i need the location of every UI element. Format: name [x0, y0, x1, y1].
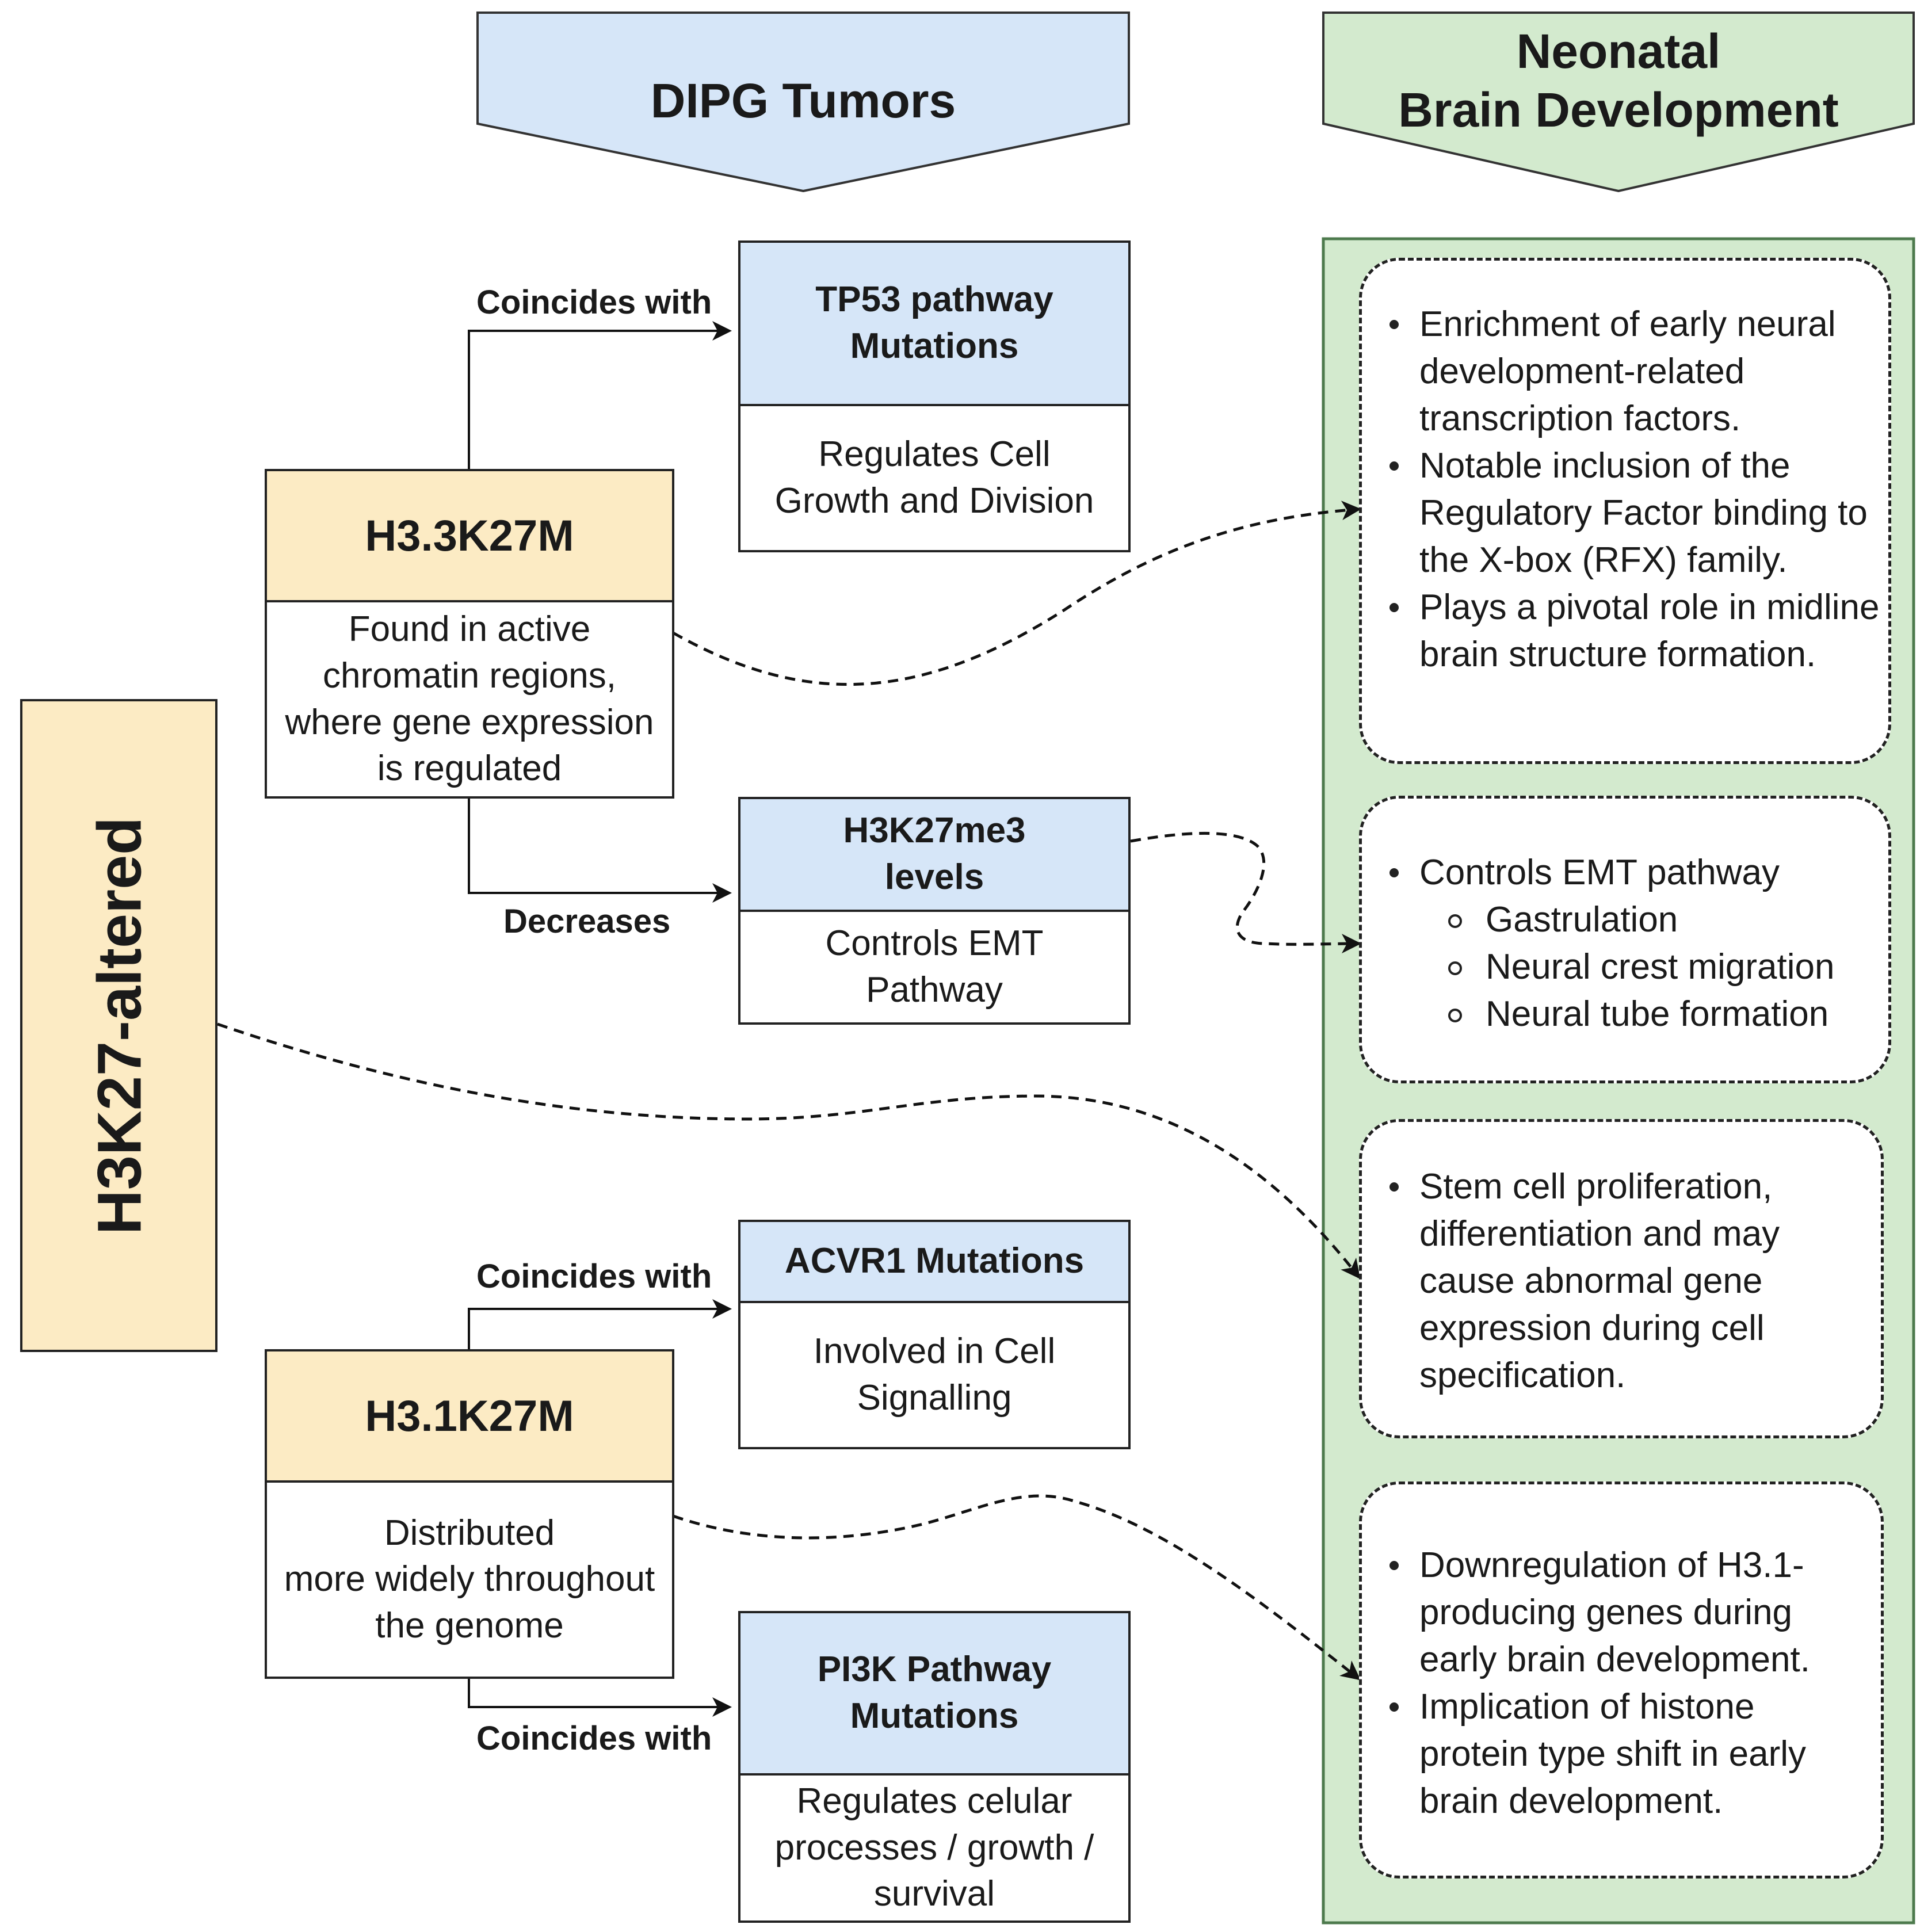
box2-sub-item-1: Gastrulation — [1419, 896, 1883, 944]
edge-label-pi3k: Coincides with — [476, 1720, 712, 1757]
box1-item-2: Notable inclusion of the Regulatory Fact… — [1362, 442, 1883, 584]
tp53-header: TP53 pathway Mutations — [738, 240, 1131, 406]
box4-item-2: Implication of histone protein type shif… — [1362, 1683, 1864, 1825]
box2-main-text: Controls EMT pathway — [1419, 853, 1780, 892]
neonatal-header: Neonatal Brain Development — [1323, 22, 1914, 148]
box2-sub-item-3: Neural tube formation — [1419, 991, 1883, 1038]
edge-label-tp53: Coincides with — [476, 284, 712, 321]
neonatal-title-line1: Neonatal — [1516, 24, 1721, 78]
box1-item-3: Plays a pivotal role in midline brain st… — [1362, 584, 1883, 678]
dashed-h31-box4 — [673, 1494, 1361, 1681]
acvr1-title: ACVR1 Mutations — [784, 1241, 1085, 1281]
pi3k-desc-line2: processes / growth / — [774, 1827, 1094, 1868]
neonatal-box-3: Stem cell proliferation, differentiation… — [1359, 1119, 1884, 1438]
dipg-tumors-title: DIPG Tumors — [650, 73, 956, 128]
pi3k-desc-box: Regulates celular processes / growth / s… — [738, 1773, 1131, 1923]
box1-item-1: Enrichment of early neural development-r… — [1362, 301, 1883, 442]
h31k27m-desc-box: Distributed more widely throughout the g… — [265, 1480, 674, 1679]
pi3k-desc-line1: Regulates celular — [796, 1781, 1072, 1822]
dipg-tumors-header: DIPG Tumors — [478, 63, 1129, 138]
pi3k-header: PI3K Pathway Mutations — [738, 1611, 1131, 1776]
edge-label-h3k27me3: Decreases — [503, 903, 671, 940]
h31k27m-title: H3.1K27M — [365, 1391, 574, 1441]
edge-label-acvr1: Coincides with — [476, 1258, 712, 1295]
h3k27me3-desc-line2: Pathway — [866, 970, 1003, 1010]
acvr1-desc-line2: Signalling — [857, 1378, 1012, 1418]
tp53-title-line2: Mutations — [850, 326, 1019, 366]
h33k27m-header: H3.3K27M — [265, 469, 674, 602]
tp53-desc-line2: Growth and Division — [774, 481, 1094, 521]
h33k27m-title: H3.3K27M — [365, 511, 574, 560]
tp53-desc-box: Regulates Cell Growth and Division — [738, 404, 1131, 552]
h31k27m-desc-line2: more widely throughout — [284, 1559, 655, 1599]
h33k27m-desc-box: Found in active chromatin regions, where… — [265, 600, 674, 799]
edge-h33-h3k27me3 — [468, 797, 732, 903]
neonatal-box-1: Enrichment of early neural development-r… — [1359, 258, 1891, 764]
edge-h31-acvr1 — [468, 1299, 732, 1349]
h3k27me3-header: H3K27me3 levels — [738, 797, 1131, 912]
acvr1-header: ACVR1 Mutations — [738, 1220, 1131, 1303]
pi3k-title-line2: Mutations — [850, 1696, 1019, 1736]
h33k27m-desc: Found in active chromatin regions, where… — [285, 609, 654, 789]
edge-h33-tp53 — [468, 321, 732, 469]
h31k27m-desc-line3: the genome — [375, 1605, 564, 1645]
h3k27me3-desc-line1: Controls EMT — [825, 923, 1044, 964]
h31k27m-desc-line1: Distributed — [384, 1513, 555, 1553]
neonatal-title-line2: Brain Development — [1398, 83, 1839, 137]
pi3k-title-line1: PI3K Pathway — [817, 1650, 1052, 1690]
h31k27m-header: H3.1K27M — [265, 1349, 674, 1483]
edge-h31-pi3k — [468, 1676, 732, 1717]
neonatal-box-2: Controls EMT pathway Gastrulation Neural… — [1359, 796, 1891, 1083]
h3k27-altered-box: H3K27-altered — [20, 699, 217, 1352]
h3k27me3-desc-box: Controls EMT Pathway — [738, 910, 1131, 1025]
acvr1-desc-line1: Involved in Cell — [813, 1331, 1056, 1372]
h3k27me3-title-line1: H3K27me3 — [843, 811, 1026, 851]
h3k27-altered-label: H3K27-altered — [84, 816, 154, 1235]
h3k27me3-title-line2: levels — [884, 857, 984, 897]
dashed-h3k27me3-box2 — [1130, 831, 1361, 954]
neonatal-box-4: Downregulation of H3.1-producing genes d… — [1359, 1482, 1884, 1878]
dashed-h3k27-box3 — [217, 1022, 1361, 1280]
pi3k-desc-line3: survival — [873, 1874, 995, 1914]
box4-item-1: Downregulation of H3.1-producing genes d… — [1362, 1542, 1864, 1683]
dipg-banner-shape — [476, 12, 1130, 193]
neonatal-banner-shape — [1322, 12, 1915, 193]
tp53-title-line1: TP53 pathway — [815, 280, 1053, 320]
acvr1-desc-box: Involved in Cell Signalling — [738, 1301, 1131, 1449]
tp53-desc-line1: Regulates Cell — [818, 434, 1051, 475]
dashed-h33-box1 — [672, 501, 1361, 686]
box2-item-main: Controls EMT pathway Gastrulation Neural… — [1362, 849, 1883, 1038]
box2-sub-item-2: Neural crest migration — [1419, 944, 1883, 991]
box3-item-1: Stem cell proliferation, differentiation… — [1362, 1163, 1858, 1399]
